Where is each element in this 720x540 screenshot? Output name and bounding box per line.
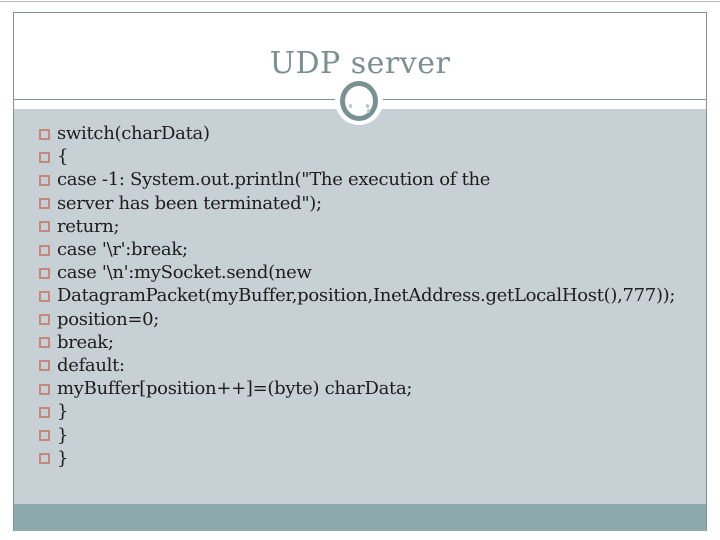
slide: UDP server switch(charData) { case -1: S… xyxy=(13,12,707,531)
slide-title: UDP server xyxy=(269,45,451,81)
bullet-square-icon xyxy=(39,174,50,186)
list-item: case '\r':break; xyxy=(39,238,699,261)
list-item: case -1: System.out.println("The executi… xyxy=(39,168,699,191)
list-item: switch(charData) xyxy=(39,122,699,145)
list-item: DatagramPacket(myBuffer,position,InetAdd… xyxy=(39,284,699,307)
list-item: break; xyxy=(39,331,699,354)
bullet-square-icon xyxy=(39,453,50,465)
list-item: myBuffer[position++]=(byte) charData; xyxy=(39,377,699,400)
code-line-text: DatagramPacket(myBuffer,position,InetAdd… xyxy=(57,285,676,307)
list-item: position=0; xyxy=(39,308,699,331)
list-item: } xyxy=(39,423,699,446)
slide-top-edge xyxy=(0,1,720,2)
ring-icon xyxy=(340,81,378,121)
bullet-square-icon xyxy=(39,151,50,163)
list-item: { xyxy=(39,145,699,168)
code-line-text: position=0; xyxy=(57,308,160,330)
code-line-text: server has been terminated"); xyxy=(57,192,322,214)
bullet-square-icon xyxy=(39,383,50,395)
code-line-text: } xyxy=(57,424,69,446)
ring-tick-icon xyxy=(367,109,370,113)
code-line-text: case '\r':break; xyxy=(57,239,188,261)
code-line-text: } xyxy=(57,401,69,423)
bullet-square-icon xyxy=(39,430,50,442)
bullet-square-icon xyxy=(39,406,50,418)
bullet-square-icon xyxy=(39,128,50,140)
footer-accent-band xyxy=(14,504,706,531)
code-panel: switch(charData) { case -1: System.out.p… xyxy=(14,109,706,504)
code-line-text: myBuffer[position++]=(byte) charData; xyxy=(57,378,413,400)
code-line-text: default: xyxy=(57,354,125,376)
bullet-square-icon xyxy=(39,198,50,210)
ring-tick-icon xyxy=(349,104,352,108)
code-line-text: break; xyxy=(57,331,114,353)
code-line-text: } xyxy=(57,447,69,469)
code-line-text: case -1: System.out.println("The executi… xyxy=(57,169,491,191)
code-line-text: return; xyxy=(57,215,120,237)
bullet-square-icon xyxy=(39,290,50,302)
list-item: } xyxy=(39,447,699,470)
title-area: UDP server xyxy=(14,13,706,99)
code-line-text: case '\n':mySocket.send(new xyxy=(57,262,312,284)
divider-circle-ornament xyxy=(335,77,383,125)
list-item: } xyxy=(39,400,699,423)
list-item: server has been terminated"); xyxy=(39,192,699,215)
ring-tick-icon xyxy=(366,104,369,108)
code-line-text: { xyxy=(57,146,69,168)
bullet-square-icon xyxy=(39,221,50,233)
bullet-square-icon xyxy=(39,267,50,279)
bullet-square-icon xyxy=(39,244,50,256)
bullet-square-icon xyxy=(39,314,50,326)
code-list: switch(charData) { case -1: System.out.p… xyxy=(39,122,699,470)
bullet-square-icon xyxy=(39,360,50,372)
list-item: case '\n':mySocket.send(new xyxy=(39,261,699,284)
code-line-text: switch(charData) xyxy=(57,123,210,145)
list-item: return; xyxy=(39,215,699,238)
bullet-square-icon xyxy=(39,337,50,349)
list-item: default: xyxy=(39,354,699,377)
